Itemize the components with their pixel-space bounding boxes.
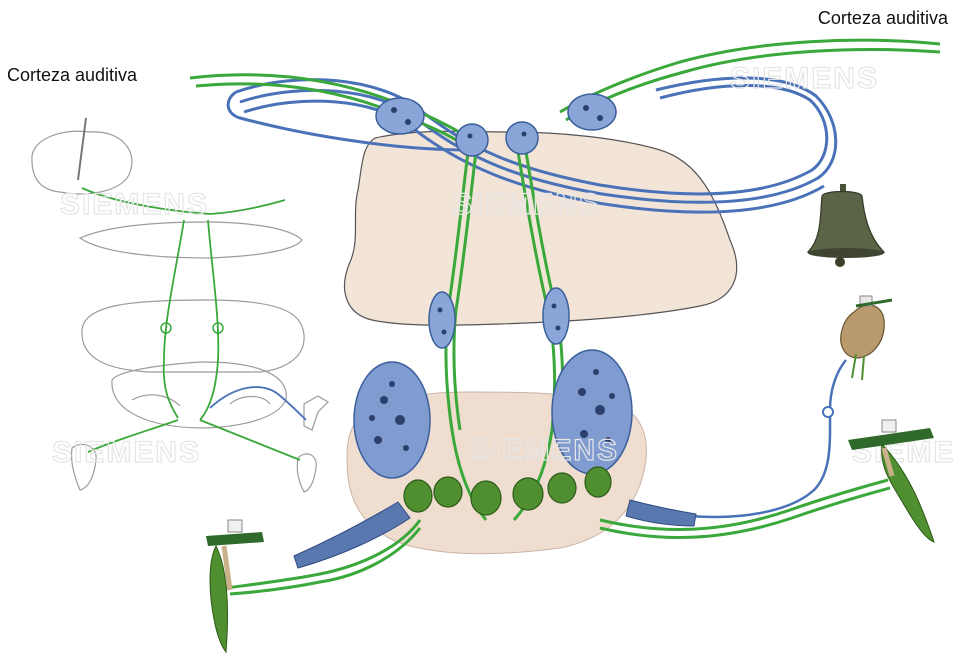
svg-text:SIEMENS: SIEMENS: [452, 188, 601, 221]
cochlea-icon: [841, 296, 892, 380]
svg-text:SIEMENS: SIEMENS: [60, 188, 209, 221]
svg-text:SIEMENS: SIEMENS: [730, 62, 879, 95]
auditory-nerve-right: [626, 500, 696, 526]
auditory-cortex-label-right: Corteza auditiva: [818, 9, 948, 27]
ear-hair-cell-icon: [848, 420, 934, 542]
medial-geniculate-left: [376, 98, 424, 134]
svg-text:SIEMENS: SIEMENS: [52, 436, 201, 469]
svg-text:SIEMENS: SIEMENS: [470, 434, 619, 467]
right-ear-blue-nerve: [690, 360, 846, 517]
cochlear-nucleus-left: [354, 362, 430, 478]
bell-icon: [808, 184, 884, 267]
lateral-lemniscus-left: [429, 292, 455, 348]
auditory-cortex-label-left: Corteza auditiva: [7, 66, 137, 84]
lateral-lemniscus-right: [543, 288, 569, 344]
nerve-junction: [823, 407, 833, 417]
inferior-colliculus-right: [506, 122, 538, 154]
inferior-colliculus-left: [456, 124, 488, 156]
sketch-blue-pathway: [210, 387, 306, 420]
medial-geniculate-right: [568, 94, 616, 130]
